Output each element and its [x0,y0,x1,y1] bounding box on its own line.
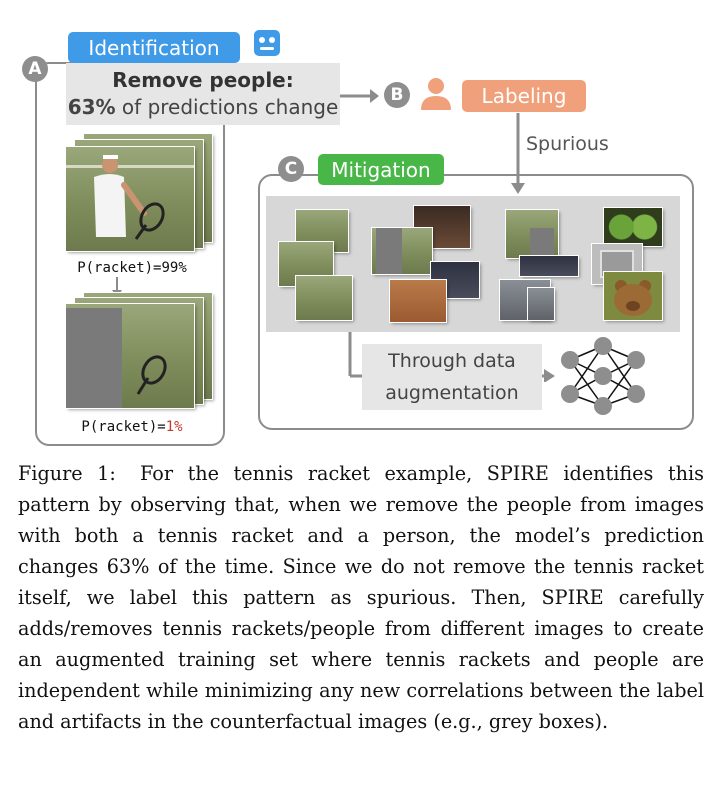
mitigation-frame [258,174,694,430]
prediction-before: P(racket)=99% [62,260,202,276]
aug-image-apples [604,208,662,246]
person-icon [418,76,454,112]
person-removed-image [66,304,194,408]
aug-image-5 [372,228,432,274]
aug-image-7 [390,280,446,322]
badge-b: B [384,82,410,108]
stat-percent: 63% [67,95,116,119]
augmentation-box [362,344,542,410]
robot-icon [252,28,282,60]
prediction-after: P(racket)=1% [62,419,202,435]
prediction-after-label: P(racket)= [81,419,166,435]
grey-box-mask-2 [376,228,402,274]
neural-network-icon [558,336,648,420]
augmentation-line-1: Through data [388,350,516,372]
aug-image-bear [604,272,662,320]
labeling-tag: Labeling [462,80,586,112]
aug-image-3 [296,276,352,320]
aug-image-11 [528,288,554,320]
prediction-before-label: P(racket)= [77,260,162,276]
tennis-player-image [66,147,194,251]
identification-heading: Remove people: [112,68,294,92]
arrow-to-labeling [340,89,379,103]
arrow-to-mitigation [511,113,525,194]
figure-caption: Figure 1: For the tennis racket example,… [18,462,704,733]
grey-box-mask-3 [530,228,554,258]
grey-box-mask [66,308,122,408]
prediction-before-value: 99% [161,260,187,276]
identification-tag: Identification [68,32,240,63]
aug-image-8 [506,210,558,258]
augmentation-line-2: augmentation [385,382,519,404]
mitigation-tag: Mitigation [318,154,444,185]
spurious-label: Spurious [526,133,609,155]
badge-c: C [278,156,304,182]
aug-image-9 [520,256,578,276]
identification-stat: 63% of predictions change [66,95,340,119]
stat-text: of predictions change [115,95,339,119]
identification-summary-box [66,63,340,125]
badge-a: A [22,56,48,82]
prediction-after-value: 1% [165,419,183,435]
